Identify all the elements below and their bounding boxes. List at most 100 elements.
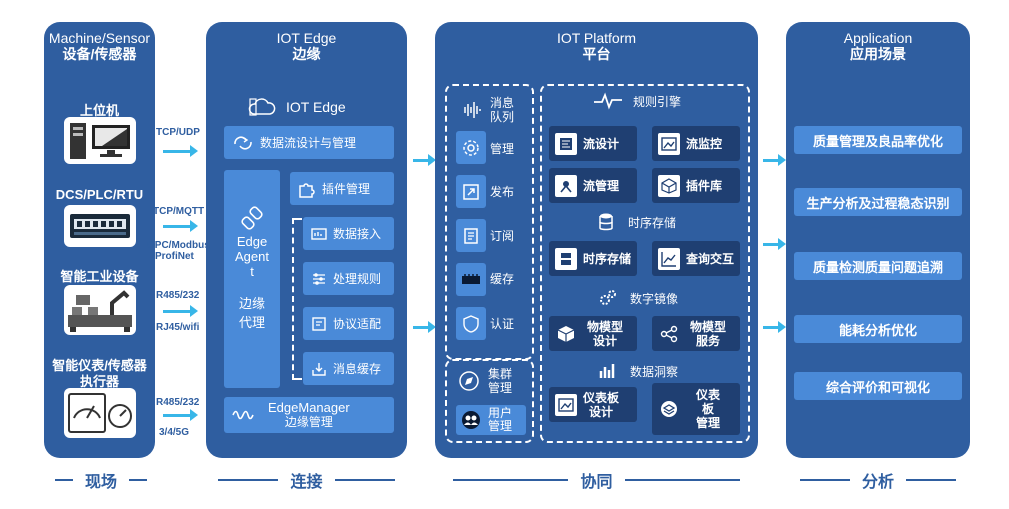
industrial-equipment-image <box>64 285 136 335</box>
arrow-machine-edge-3 <box>163 305 198 317</box>
model-cube-icon <box>555 323 577 345</box>
rule-engine-header: 规则引擎 <box>593 92 681 110</box>
sliders-icon <box>311 271 327 287</box>
mq-manage-label: 管理 <box>490 142 515 156</box>
protocol-5g: 3/4/5G <box>159 427 190 438</box>
arrow-machine-edge-2 <box>163 220 198 232</box>
footer-label-field: 现场 <box>84 474 117 491</box>
footer-label-connect: 连接 <box>290 474 323 491</box>
protocol-tcp-udp: TCP/UDP <box>156 127 200 138</box>
mq-title2: 队列 <box>490 110 515 124</box>
server-icon <box>555 247 577 270</box>
protocol-r485-2: R485/232 <box>156 397 200 408</box>
platform-services-group <box>540 84 750 443</box>
mq-cache-icon-box <box>456 263 486 296</box>
flow-design-block: 流设计 <box>549 126 637 161</box>
cluster-line2: 管理 <box>488 381 513 395</box>
app-item-quality: 质量管理及良品率优化 <box>794 126 962 154</box>
application-title-en: Application <box>843 30 913 46</box>
device-label-dcs: DCS/PLC/RTU <box>55 187 144 202</box>
model-design-line1: 物模型 <box>587 319 624 334</box>
document-icon <box>311 316 327 332</box>
dashboard-design-line2: 设计 <box>589 404 614 419</box>
data-insight-header: 数据洞察 <box>598 362 678 380</box>
dataflow-label: 数据流设计与管理 <box>260 136 357 150</box>
digital-mirror-header: 数字镜像 <box>598 288 678 308</box>
footer-field: 现场 <box>48 470 154 491</box>
flow-monitor-block: 流监控 <box>652 126 740 161</box>
arrow-machine-edge-1 <box>163 145 198 157</box>
footer-line <box>453 479 569 481</box>
share-icon <box>658 323 680 345</box>
data-access-block: 数据接入 <box>303 217 394 250</box>
flow-manage-label: 流管理 <box>583 179 620 193</box>
edge-manager-en: EdgeManager <box>268 400 350 415</box>
agent-cn1: 边缘 <box>238 296 265 311</box>
users-icon <box>462 411 480 429</box>
mq-auth-label: 认证 <box>490 317 515 331</box>
app-item-energy: 能耗分析优化 <box>794 315 962 343</box>
protocol-profinet: ProfiNet <box>155 251 194 262</box>
machine-panel: Machine/Sensor 设备/传感器 <box>44 22 155 458</box>
waveform-icon <box>232 406 254 424</box>
footer-connect: 连接 <box>206 470 407 491</box>
sync-icon <box>232 135 254 151</box>
plc-icon <box>70 214 130 238</box>
gear-icon <box>463 139 479 156</box>
mq-manage-icon-box <box>456 131 486 164</box>
download-icon <box>311 361 327 377</box>
footer-line <box>906 479 956 481</box>
database-icon <box>311 226 327 242</box>
footer-collab: 协同 <box>435 470 758 491</box>
footer-line <box>334 479 395 481</box>
shield-icon <box>463 314 479 333</box>
edge-title: IOT Edge 边缘 <box>206 30 407 62</box>
user-line1: 用户 <box>488 406 513 420</box>
edge-title-cn: 边缘 <box>292 46 321 62</box>
model-design-line2: 设计 <box>593 333 618 348</box>
model-service-line1: 物模型 <box>690 319 727 334</box>
mq-publish-icon-box <box>456 175 486 208</box>
process-rules-label: 处理规则 <box>333 272 382 286</box>
model-service-block: 物模型 服务 <box>652 316 740 351</box>
platform-title-en: IOT Platform <box>556 30 637 46</box>
mq-subscribe-label: 订阅 <box>490 229 515 243</box>
dashboard-design-block: 仪表板 设计 <box>549 387 637 422</box>
storage-icon <box>599 213 613 231</box>
bar-chart-icon <box>599 364 615 378</box>
pulse-icon <box>594 92 622 110</box>
dashboard-manage-line3: 管理 <box>696 416 721 430</box>
device-label-actuator: 执行器 <box>79 374 119 389</box>
device-label-host: 上位机 <box>79 103 119 118</box>
edge-header-text: IOT Edge <box>286 99 346 115</box>
gauge-icon <box>68 393 132 433</box>
arrow-machine-edge-4 <box>163 409 198 421</box>
query-label: 查询交互 <box>686 252 735 266</box>
edge-sub-bracket <box>292 218 302 380</box>
mq-auth-icon-box <box>456 307 486 340</box>
flow-manage-block: 流管理 <box>549 168 637 203</box>
edge-title-en: IOT Edge <box>276 30 337 46</box>
protocol-opc-modbus: OPC/Modbus <box>147 240 210 251</box>
device-label-smart-equipment: 智能工业设备 <box>60 269 139 284</box>
protocol-adapt-block: 协议适配 <box>303 307 394 340</box>
plugin-manage-label: 插件管理 <box>322 182 371 196</box>
edge-manager-cn: 边缘管理 <box>284 415 333 429</box>
agent-line3: t <box>250 264 254 279</box>
audio-wave-icon <box>464 102 481 118</box>
image-monitor-icon <box>658 132 680 155</box>
publish-icon <box>463 183 479 200</box>
cloud-server-icon <box>248 98 276 116</box>
footer-line <box>799 479 850 481</box>
protocol-adapt-label: 协议适配 <box>333 317 382 331</box>
platform-title: IOT Platform 平台 <box>435 30 758 62</box>
subscribe-icon <box>464 227 478 244</box>
app-item-production: 生产分析及过程稳态识别 <box>794 188 962 216</box>
protocol-r485-1: R485/232 <box>156 290 200 301</box>
cluster-line1: 集群 <box>488 367 513 381</box>
computer-icon <box>70 123 130 159</box>
protocol-tcp-mqtt: TCP/MQTT <box>153 206 205 217</box>
ts-storage-header: 时序存储 <box>598 212 676 232</box>
plc-image <box>64 205 136 247</box>
